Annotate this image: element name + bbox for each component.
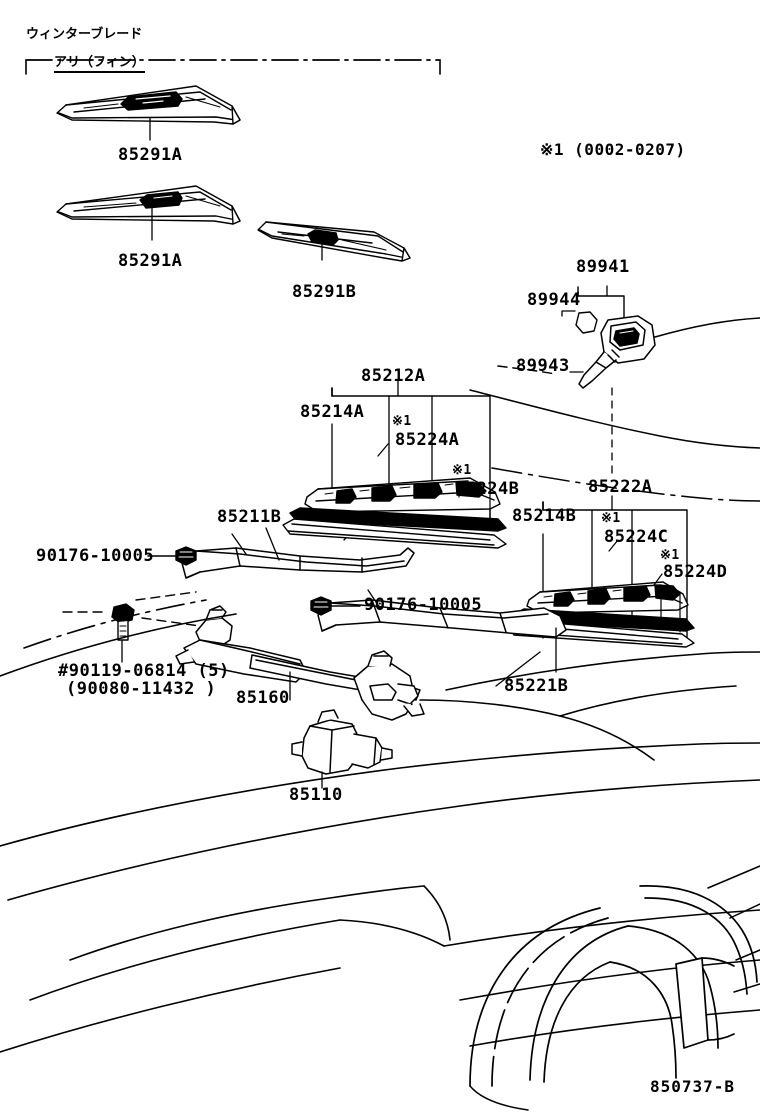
part-label-85291A-winter[interactable]: 85291A [118,145,183,165]
car-body-outline [0,599,760,1053]
part-label-89944[interactable]: 89944 [527,290,581,310]
tick-85224C [608,539,619,552]
leader-85221B-a [367,589,381,609]
wire-89943 [497,365,557,375]
body-crease-lines [707,865,760,993]
part-label-bolt-main[interactable]: #90119-06814 (5) [58,661,230,681]
part-label-85222A[interactable]: 85222A [588,477,653,497]
part-shape-nut-right [310,596,332,616]
part-label-bolt-alt[interactable]: (90080-11432 ) [66,679,217,699]
part-label-nut-right[interactable]: 90176-10005 [364,595,483,615]
part-label-85224D[interactable]: 85224D [663,562,728,582]
leader-85211B-a [231,533,247,555]
windshield-glass-lines [469,317,760,502]
part-label-85212A[interactable]: 85212A [361,366,426,386]
part-label-nut-left[interactable]: 90176-10005 [36,546,155,566]
leader-85211B-b [265,527,280,561]
part-shape-85291A-winter [56,85,241,125]
group-header-label: ウィンターブレード [26,27,143,42]
part-shape-85110 [291,709,393,775]
group-bracket-winter-blade [25,59,441,75]
asterisk-mark-2: ※1 [452,463,472,478]
mount-dashed-guides [59,591,201,627]
part-label-89941[interactable]: 89941 [576,257,630,277]
part-shape-85291A-std [56,185,241,225]
part-shape-89941 [578,315,656,389]
part-label-85224A[interactable]: 85224A [395,430,460,450]
part-label-85214A[interactable]: 85214A [300,402,365,422]
leader-85221B-c [495,651,541,687]
front-wheel-arch [469,885,758,1087]
part-label-85211B[interactable]: 85211B [217,507,282,527]
asterisk-mark-4: ※1 [660,548,680,563]
asterisk-mark-3: ※1 [601,511,621,526]
part-shape-85211B [181,547,415,579]
footnote-label: ※1 (0002-0207) [540,140,686,159]
tick-85224A [377,443,389,457]
asterisk-mark-1: ※1 [392,414,412,429]
part-label-85291B[interactable]: 85291B [292,282,357,302]
part-label-85110[interactable]: 85110 [289,785,343,805]
part-shape-85160 [175,605,425,721]
part-shape-bolt [111,603,135,641]
part-label-89943[interactable]: 89943 [516,356,570,376]
part-label-85224C[interactable]: 85224C [604,527,669,547]
part-shape-85221B [317,599,567,638]
part-label-85214B[interactable]: 85214B [512,506,577,526]
part-label-85221B[interactable]: 85221B [504,676,569,696]
sub-header-label: アリ（フィン） [54,56,145,73]
tick-85224D [653,573,663,586]
part-shape-85212A-assembly [282,477,507,549]
bracket-85212A [331,387,491,521]
part-shape-nut-left [175,546,197,566]
part-label-85224B[interactable]: 85224B [455,479,520,499]
part-shape-85291B [257,221,411,262]
part-label-85291A-std[interactable]: 85291A [118,251,183,271]
part-shape-89944 [575,311,598,334]
part-label-85160[interactable]: 85160 [236,688,290,708]
leader-89944 [561,310,576,317]
diagram-id-tag: 850737-B [650,1077,736,1096]
